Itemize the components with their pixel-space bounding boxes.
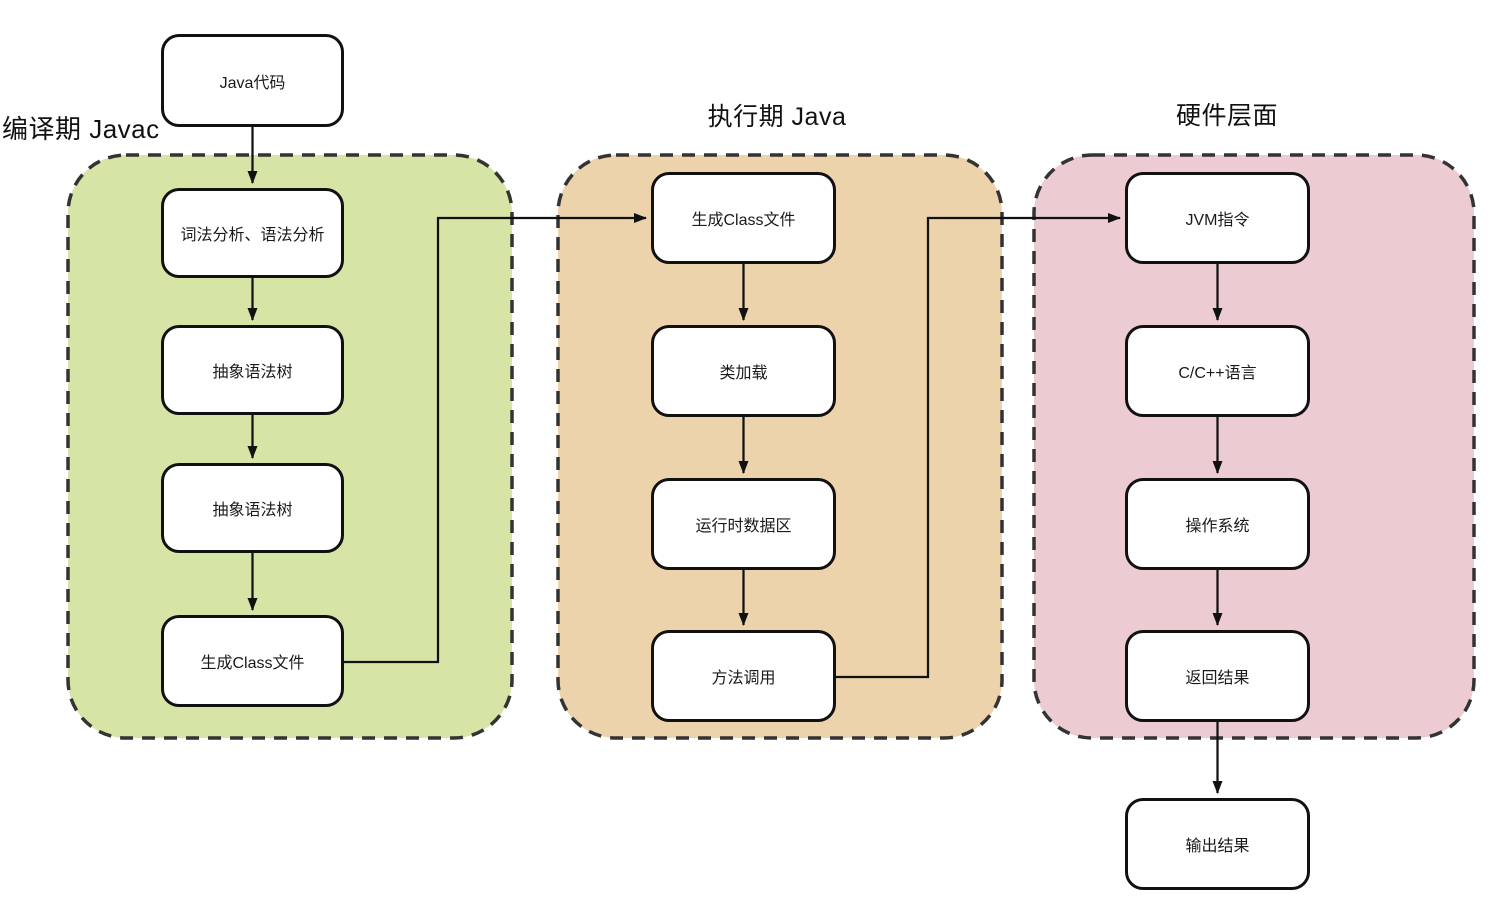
node-method-call: 方法调用 [651, 630, 836, 722]
group-label-runtime: 执行期 Java [707, 103, 847, 131]
node-abstract-syntax-tree-2: 抽象语法树 [161, 463, 344, 553]
node-java-code: Java代码 [161, 34, 344, 127]
node-output-result: 输出结果 [1125, 798, 1310, 890]
node-lexical-syntax-analysis: 词法分析、语法分析 [161, 188, 344, 278]
node-return-result: 返回结果 [1125, 630, 1310, 722]
node-operating-system: 操作系统 [1125, 478, 1310, 570]
node-generate-class-file-runtime: 生成Class文件 [651, 172, 836, 264]
node-runtime-data-area: 运行时数据区 [651, 478, 836, 570]
node-generate-class-file-compile: 生成Class文件 [161, 615, 344, 707]
node-c-cpp-language: C/C++语言 [1125, 325, 1310, 417]
group-label-hardware: 硬件层面 [1175, 102, 1278, 130]
edge-gen-class-left-to-gen-class-mid [344, 213, 647, 664]
node-class-loading: 类加载 [651, 325, 836, 417]
node-abstract-syntax-tree-1: 抽象语法树 [161, 325, 344, 415]
group-label-compile: 编译期 Javac [2, 114, 160, 144]
node-jvm-instructions: JVM指令 [1125, 172, 1310, 264]
edge-method-call-to-jvm [836, 213, 1121, 679]
